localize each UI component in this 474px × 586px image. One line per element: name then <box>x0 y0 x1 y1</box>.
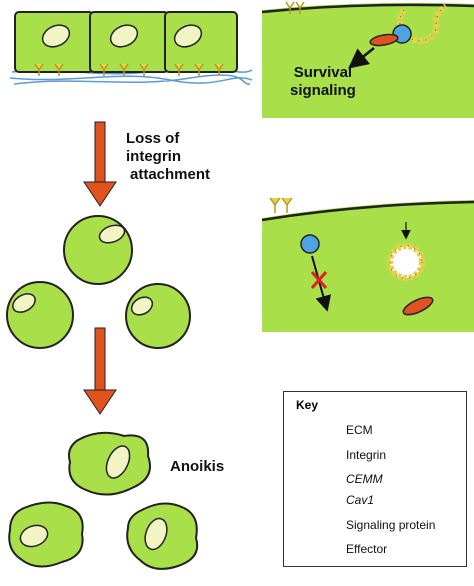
integrins-row <box>34 63 224 76</box>
integrin-icon <box>285 1 305 14</box>
detached-cell <box>6 281 74 349</box>
internalized-caveola <box>387 243 425 281</box>
detached-cell <box>125 283 191 349</box>
key-title: Key <box>296 398 319 412</box>
survival-arrow <box>348 47 375 69</box>
loss-label-line1: Loss of <box>126 130 180 147</box>
anoikic-cells-group <box>8 431 199 570</box>
key-item-effector: Effector <box>346 542 388 556</box>
survival-label-line1: Survival <box>293 64 353 81</box>
anoikis-label: Anoikis <box>170 458 225 475</box>
membrane-panel-top <box>262 2 474 119</box>
loss-label-line2: integrin <box>126 148 181 165</box>
key-item-cemm: CEMM <box>346 472 383 486</box>
key-box: Key ECM Integrin CEMM Cav1 Signaling pro… <box>283 391 467 567</box>
nucleus <box>105 445 131 479</box>
loss-inset <box>261 197 474 332</box>
nucleus <box>109 24 139 48</box>
nucleus <box>130 296 154 316</box>
inhibition-cross <box>310 271 328 289</box>
loss-arrow <box>83 121 117 207</box>
nucleus <box>41 24 71 48</box>
survival-signaling-label: Survival signaling <box>290 64 356 100</box>
key-item-cav1: Cav1 <box>346 493 375 507</box>
key-item-integrin: Integrin <box>346 448 387 462</box>
nucleus <box>19 524 49 548</box>
nucleus <box>173 24 203 48</box>
membrane-line <box>261 3 474 14</box>
detached-cells-group <box>6 215 191 349</box>
nucleus <box>144 517 168 551</box>
key-item-ecm: ECM <box>346 423 373 437</box>
survival-label-line2: signaling <box>290 82 356 99</box>
survival-inset <box>261 1 474 119</box>
loss-label: Loss of integrin attachment <box>126 130 210 184</box>
signaling-protein <box>300 234 320 254</box>
nucleus <box>98 224 126 244</box>
attached-cells-group <box>9 11 253 85</box>
membrane-panel-bottom <box>262 200 474 332</box>
anoikis-arrow <box>83 327 117 415</box>
membrane-line <box>261 200 474 222</box>
effector <box>369 33 399 47</box>
loss-label-line3: attachment <box>130 166 211 183</box>
key-item-signaling-protein: Signaling protein <box>346 518 436 532</box>
nucleus <box>12 293 36 313</box>
effector <box>402 296 434 316</box>
detached-integrin-icon <box>269 197 293 213</box>
